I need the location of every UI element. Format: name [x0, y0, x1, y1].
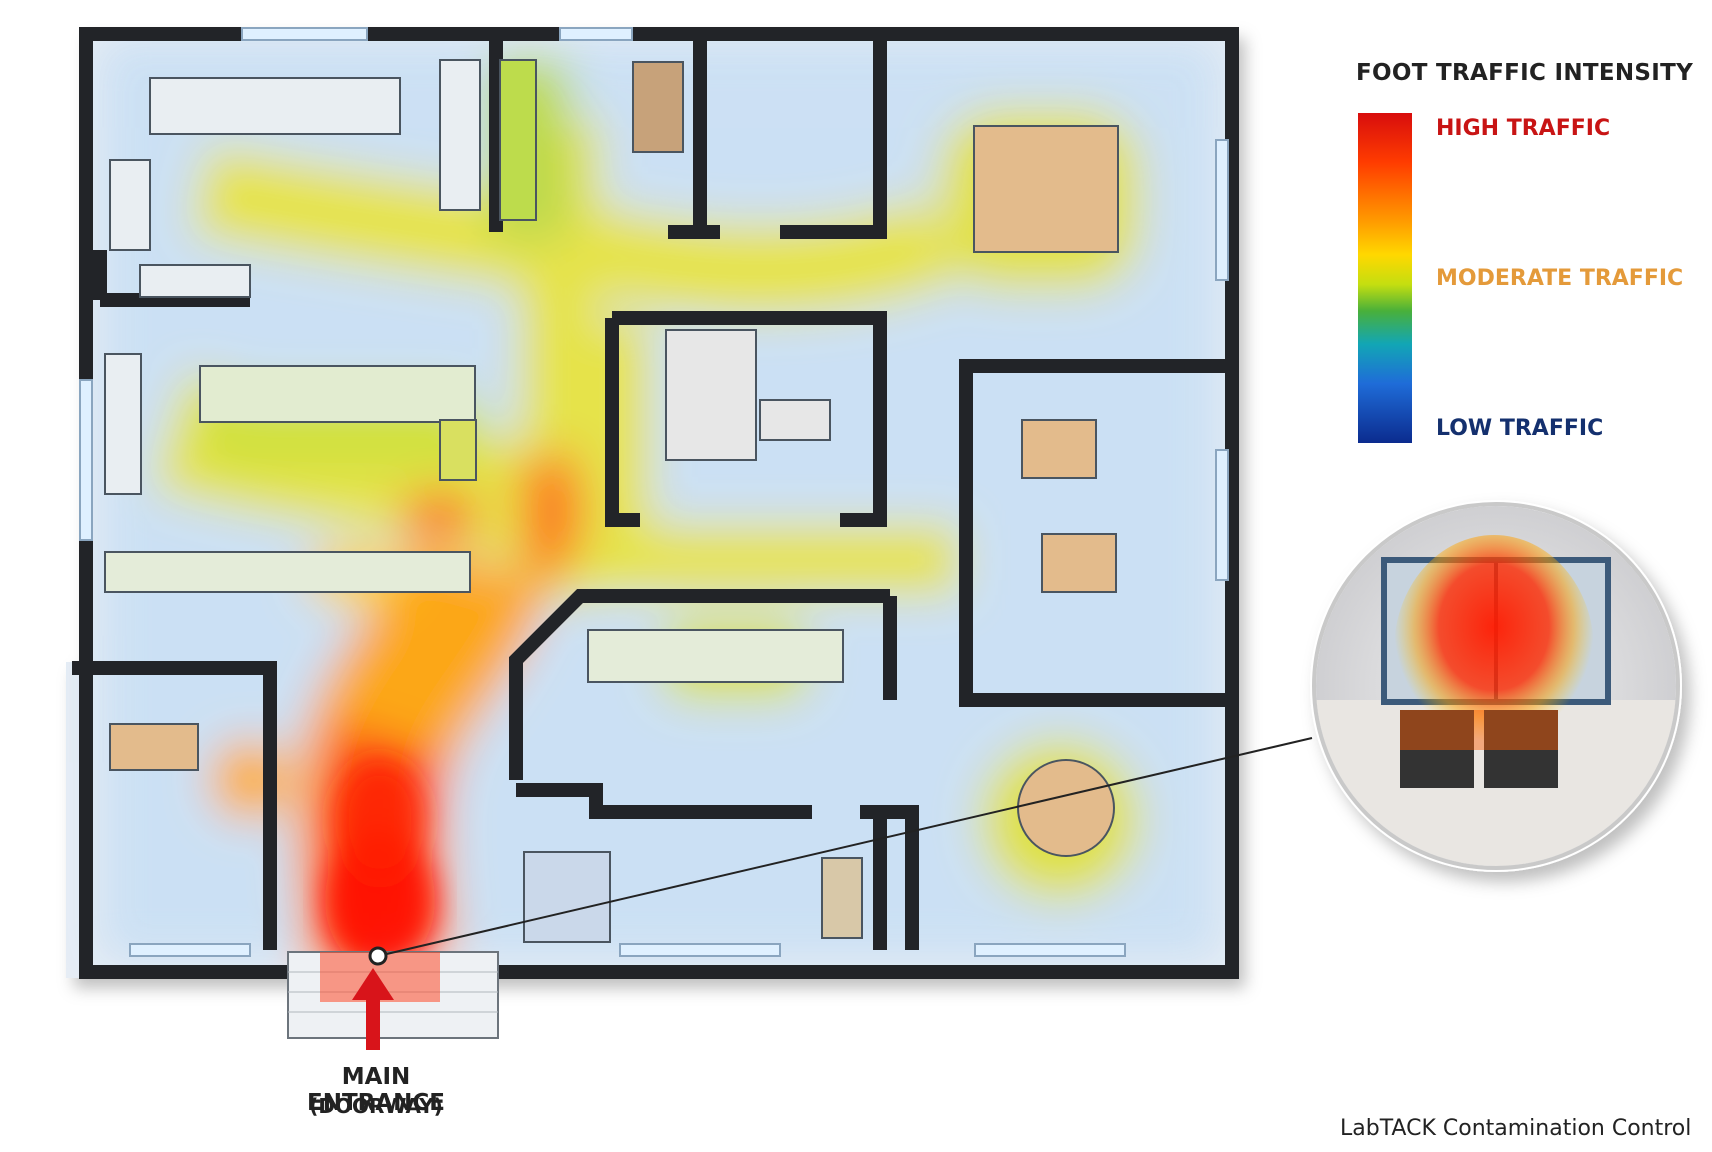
- walls: [72, 27, 1239, 979]
- legend-moderate-label: MODERATE TRAFFIC: [1436, 266, 1684, 291]
- legend-high-label: HIGH TRAFFIC: [1436, 116, 1611, 141]
- entrance-arrow: [352, 968, 394, 1050]
- callout-line: [368, 737, 1313, 966]
- legend-title: FOOT TRAFFIC INTENSITY: [1356, 60, 1694, 86]
- windows: [79, 27, 1229, 957]
- legend-color-scale: [1358, 113, 1412, 443]
- zoom-inset: [1310, 500, 1682, 872]
- legend-low-label: LOW TRAFFIC: [1436, 416, 1604, 441]
- entrance-label: MAIN ENTRANCE: [307, 1064, 445, 1116]
- furniture: [104, 59, 1119, 943]
- entrance-sublabel: (DOORWAY): [309, 1094, 443, 1118]
- entrance-steps: [287, 951, 499, 1039]
- brand-caption: LabTACK Contamination Control: [1340, 1116, 1692, 1141]
